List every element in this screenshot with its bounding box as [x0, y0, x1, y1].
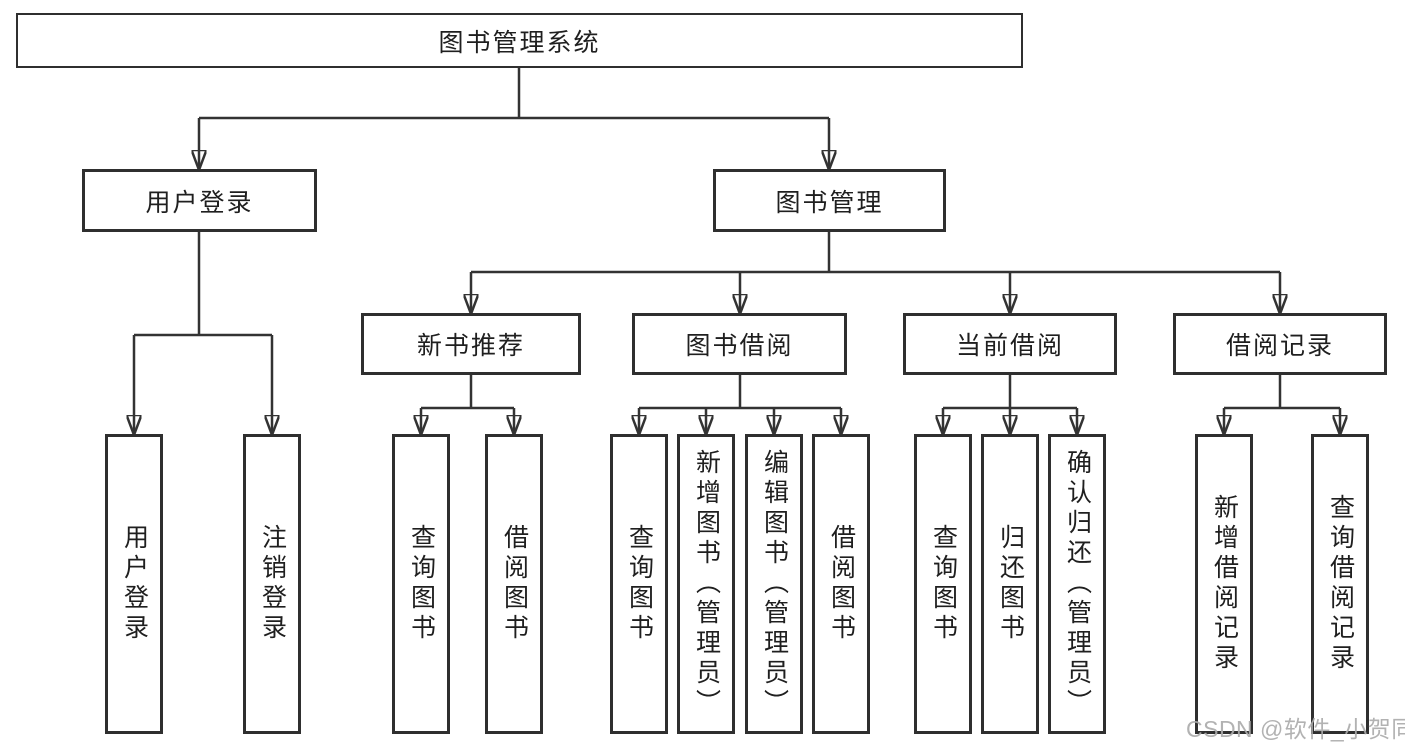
node-label: 当前借阅 [955, 332, 1064, 360]
node-current-borrowing: 当前借阅 [903, 313, 1117, 375]
node-label: 图书管理系统 [438, 28, 601, 57]
connector-user-login [134, 232, 272, 337]
connector-current-borrowing [943, 375, 1077, 410]
watermark: CSDN @软件_小贺同学 [1186, 716, 1405, 742]
node-user-login: 用户登录 [82, 169, 317, 232]
node-label: 用户登录 [120, 524, 149, 644]
node-label: 查询借阅记录 [1326, 494, 1355, 674]
node-leaf-br-add-record: 新增借阅记录 [1195, 434, 1253, 734]
node-leaf-br-query-record: 查询借阅记录 [1311, 434, 1369, 734]
node-leaf-bb-edit-books: 编辑图书（管理员） [745, 434, 803, 734]
node-book-management: 图书管理 [713, 169, 946, 232]
node-label: 查询图书 [625, 524, 654, 644]
node-label: 图书借阅 [685, 332, 794, 360]
connector-borrow-records [1224, 375, 1340, 410]
node-label: 新增图书（管理员） [692, 449, 721, 719]
node-leaf-bb-add-books: 新增图书（管理员） [677, 434, 735, 734]
node-new-book-recommend: 新书推荐 [361, 313, 581, 375]
node-label: 查询图书 [407, 524, 436, 644]
node-leaf-nb-query-books: 查询图书 [392, 434, 450, 734]
node-borrow-records: 借阅记录 [1173, 313, 1387, 375]
node-label: 用户登录 [145, 188, 254, 217]
node-label: 借阅记录 [1225, 332, 1334, 360]
node-leaf-cb-query-books: 查询图书 [914, 434, 972, 734]
node-label: 新书推荐 [416, 332, 525, 360]
node-leaf-user-login: 用户登录 [105, 434, 163, 734]
node-leaf-cb-return-books: 归还图书 [981, 434, 1039, 734]
node-leaf-bb-borrow-books: 借阅图书 [812, 434, 870, 734]
node-label: 图书管理 [775, 188, 884, 217]
node-label: 借阅图书 [500, 524, 529, 644]
node-leaf-cb-confirm-return: 确认归还（管理员） [1048, 434, 1106, 734]
node-book-borrowing: 图书借阅 [632, 313, 847, 375]
connector-new-book-recommend [421, 375, 514, 410]
node-leaf-logout: 注销登录 [243, 434, 301, 734]
node-label: 查询图书 [929, 524, 958, 644]
node-leaf-nb-borrow-books: 借阅图书 [485, 434, 543, 734]
node-root: 图书管理系统 [16, 13, 1023, 68]
node-label: 确认归还（管理员） [1063, 449, 1092, 719]
node-label: 借阅图书 [827, 524, 856, 644]
node-label: 注销登录 [258, 524, 287, 644]
node-label: 编辑图书（管理员） [760, 449, 789, 719]
connector-root-to-level2 [199, 68, 829, 120]
connector-book-management [471, 232, 1280, 274]
node-label: 归还图书 [996, 524, 1025, 644]
node-label: 新增借阅记录 [1210, 494, 1239, 674]
connector-book-borrowing [639, 375, 841, 410]
node-leaf-bb-query-books: 查询图书 [610, 434, 668, 734]
